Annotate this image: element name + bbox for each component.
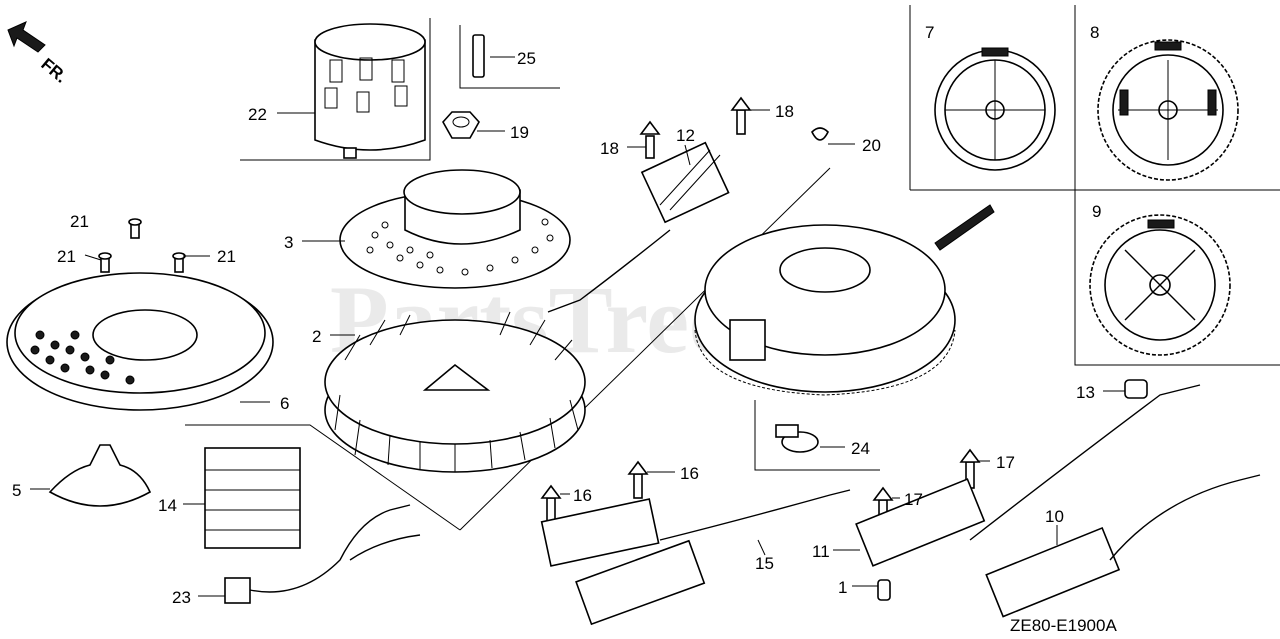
part-12-charge-coil [547, 141, 730, 313]
part-25-key [472, 34, 485, 78]
callout-17a: 17 [904, 490, 923, 509]
part-13-grommet [1124, 379, 1148, 399]
callout-12: 12 [676, 126, 695, 145]
callout-7: 7 [925, 23, 934, 42]
callout-20: 20 [862, 136, 881, 155]
front-direction-arrow: FR. [7, 21, 71, 87]
leader-lines [30, 56, 1125, 597]
group-frames [185, 5, 1280, 531]
part-1-dowel-pin [877, 579, 891, 601]
callout-16b: 16 [680, 464, 699, 483]
callout-22: 22 [248, 105, 267, 124]
callout-21c: 21 [217, 247, 236, 266]
callout-14: 14 [158, 496, 177, 515]
part-20-woodruff-key [811, 127, 829, 141]
part-2-cooling-fan [324, 311, 586, 473]
part-18-bolts [639, 96, 752, 159]
part-7-flywheel-variant [934, 47, 1056, 171]
part-22-puller-cup [314, 23, 426, 159]
callout-17b: 17 [996, 453, 1015, 472]
callout-11: 11 [812, 542, 830, 561]
callout-18b: 18 [775, 102, 794, 121]
callout-2: 2 [312, 327, 321, 346]
part-6-shroud-plate [6, 272, 274, 411]
callout-19: 19 [510, 123, 529, 142]
part-10-coil [985, 474, 1261, 618]
callout-21b: 21 [57, 247, 76, 266]
callout-13: 13 [1076, 383, 1095, 402]
part-19-nut [442, 111, 480, 139]
part-23-connector [224, 504, 421, 604]
callout-23: 23 [172, 588, 191, 607]
callout-21a: 21 [70, 212, 89, 231]
part-24-wire-clamp [775, 424, 819, 453]
flywheel [694, 224, 956, 396]
callout-5: 5 [12, 481, 21, 500]
part-15-coil-set [540, 489, 851, 626]
callout-24: 24 [851, 439, 870, 458]
variant-arrow [934, 204, 995, 251]
part-11-coil [855, 384, 1201, 567]
callout-25: 25 [517, 49, 536, 68]
callout-10: 10 [1045, 507, 1064, 526]
callout-6: 6 [280, 394, 289, 413]
direction-label: FR. [37, 55, 70, 87]
callout-1: 1 [838, 578, 847, 597]
callout-9: 9 [1092, 202, 1101, 221]
part-14-regulator [204, 447, 301, 549]
part-8-flywheel-variant [1097, 39, 1239, 181]
part-21-bolts [98, 218, 186, 273]
callout-3: 3 [284, 233, 293, 252]
callout-15: 15 [755, 554, 774, 573]
callout-labels: 22 25 19 3 2 21 21 21 6 5 14 23 18 18 12… [12, 23, 1117, 635]
callout-16a: 16 [573, 486, 592, 505]
callout-18a: 18 [600, 139, 619, 158]
part-9-flywheel-variant [1089, 214, 1231, 356]
part-3-fan-cover [339, 169, 571, 289]
diagram-code: ZE80-E1900A [1010, 616, 1117, 635]
part-5-bracket [48, 444, 152, 507]
callout-8: 8 [1090, 23, 1099, 42]
part-17-bolts [872, 448, 981, 523]
